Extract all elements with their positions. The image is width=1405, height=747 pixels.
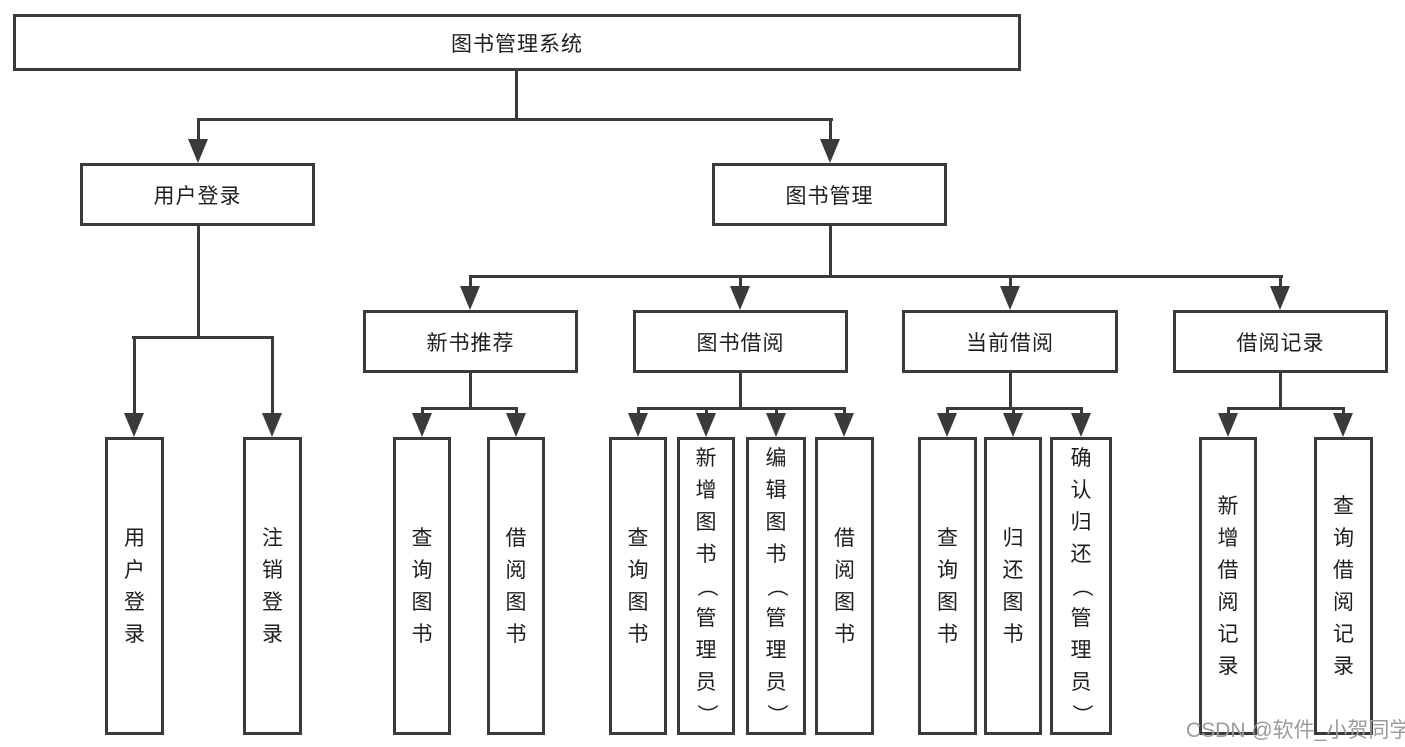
connector-stem [739, 373, 742, 407]
leaf-label: 查询借阅记录 [1333, 494, 1354, 678]
leaf-query-books: 查询图书 [393, 437, 451, 735]
connector-bookmgmt-crossbar [469, 275, 1283, 278]
arrowhead-icon [188, 139, 208, 163]
connector-root-crossbar [197, 118, 833, 121]
leaf-label: 用户登录 [124, 526, 145, 646]
arrowhead-icon [696, 413, 716, 437]
leaf-add-borrow-record: 新增借阅记录 [1199, 437, 1257, 735]
leaf-label: 归还图书 [1002, 526, 1024, 646]
node-library-management-system: 图书管理系统 [13, 14, 1021, 71]
node-label: 图书管理 [785, 184, 874, 208]
leaf-label: 新增借阅记录 [1217, 494, 1239, 678]
leaf-query-books-3: 查询图书 [918, 437, 977, 735]
connector-drop [705, 407, 708, 415]
leaf-logout: 注销登录 [243, 437, 302, 735]
connector-drop [775, 407, 778, 415]
connector-crossbar [637, 407, 846, 410]
arrowhead-icon [460, 286, 480, 310]
connector-drop [637, 407, 640, 415]
arrowhead-icon [506, 413, 526, 437]
arrowhead-icon [1333, 413, 1353, 437]
arrowhead-icon [937, 413, 957, 437]
connector-crossbar [421, 407, 517, 410]
node-label: 图书借阅 [696, 331, 785, 355]
connector-stem [1009, 373, 1012, 407]
node-label: 当前借阅 [966, 331, 1054, 355]
connector-stem [1279, 373, 1282, 407]
connector-drop [829, 118, 832, 144]
connector-drop [197, 118, 200, 144]
arrowhead-icon [628, 413, 648, 437]
node-current-borrowing: 当前借阅 [902, 310, 1118, 373]
leaf-query-books-2: 查询图书 [609, 437, 667, 735]
leaf-user-login: 用户登录 [105, 437, 164, 735]
connector-drop [1009, 275, 1012, 288]
arrowhead-icon [1071, 413, 1091, 437]
connector-drop [1342, 407, 1345, 415]
leaf-query-borrow-record: 查询借阅记录 [1314, 437, 1373, 735]
node-label: 用户登录 [153, 184, 242, 208]
arrowhead-icon [834, 413, 854, 437]
connector-drop [1012, 407, 1015, 415]
leaf-label: 新增图书（管理员） [694, 446, 718, 725]
node-new-book-recommendation: 新书推荐 [363, 310, 578, 373]
leaf-label: 查询图书 [411, 526, 433, 646]
leaf-label: 借阅图书 [834, 526, 855, 646]
connector-drop [515, 407, 518, 415]
connector-stem [469, 373, 472, 407]
arrowhead-icon [412, 413, 432, 437]
arrowhead-icon [766, 413, 786, 437]
connector-userlogin-stem [197, 226, 200, 336]
arrowhead-icon [1003, 413, 1023, 437]
connector-drop [739, 275, 742, 288]
connector-drop [1279, 275, 1282, 288]
node-borrowing-records: 借阅记录 [1173, 310, 1388, 373]
arrowhead-icon [1270, 286, 1290, 310]
connector-drop [1080, 407, 1083, 415]
arrowhead-icon [1000, 286, 1020, 310]
leaf-label: 注销登录 [262, 526, 283, 646]
arrowhead-icon [1218, 413, 1238, 437]
arrowhead-icon [820, 139, 840, 163]
leaf-label: 查询图书 [627, 526, 649, 646]
arrowhead-icon [262, 413, 282, 437]
leaf-return-books: 归还图书 [984, 437, 1042, 735]
connector-drop [1227, 407, 1230, 415]
connector-drop [133, 336, 136, 414]
leaf-label: 借阅图书 [505, 526, 527, 646]
leaf-edit-books-admin: 编辑图书（管理员） [746, 437, 806, 735]
node-label: 新书推荐 [426, 331, 515, 355]
leaf-confirm-return-admin: 确认归还（管理员） [1050, 437, 1112, 735]
leaf-add-books-admin: 新增图书（管理员） [677, 437, 735, 735]
leaf-borrow-books-2: 借阅图书 [815, 437, 874, 735]
connector-userlogin-crossbar [132, 336, 274, 339]
connector-crossbar [1227, 407, 1345, 410]
arrowhead-icon [124, 413, 144, 437]
node-book-management: 图书管理 [712, 163, 947, 226]
connector-drop [421, 407, 424, 415]
csdn-watermark: CSDN @软件_小贺同学 [1186, 719, 1405, 742]
connector-drop [843, 407, 846, 415]
node-label: 图书管理系统 [451, 32, 583, 56]
node-label: 借阅记录 [1236, 331, 1325, 355]
leaf-label: 确认归还（管理员） [1069, 446, 1093, 725]
connector-bookmgmt-stem [829, 226, 832, 275]
leaf-label: 查询图书 [937, 526, 958, 646]
connector-root-stem [515, 71, 518, 118]
arrowhead-icon [730, 286, 750, 310]
node-user-login: 用户登录 [80, 163, 315, 226]
connector-drop [469, 275, 472, 288]
connector-drop [271, 336, 274, 414]
leaf-borrow-books: 借阅图书 [487, 437, 545, 735]
connector-drop [946, 407, 949, 415]
leaf-label: 编辑图书（管理员） [764, 446, 788, 725]
node-book-borrowing: 图书借阅 [633, 310, 848, 373]
